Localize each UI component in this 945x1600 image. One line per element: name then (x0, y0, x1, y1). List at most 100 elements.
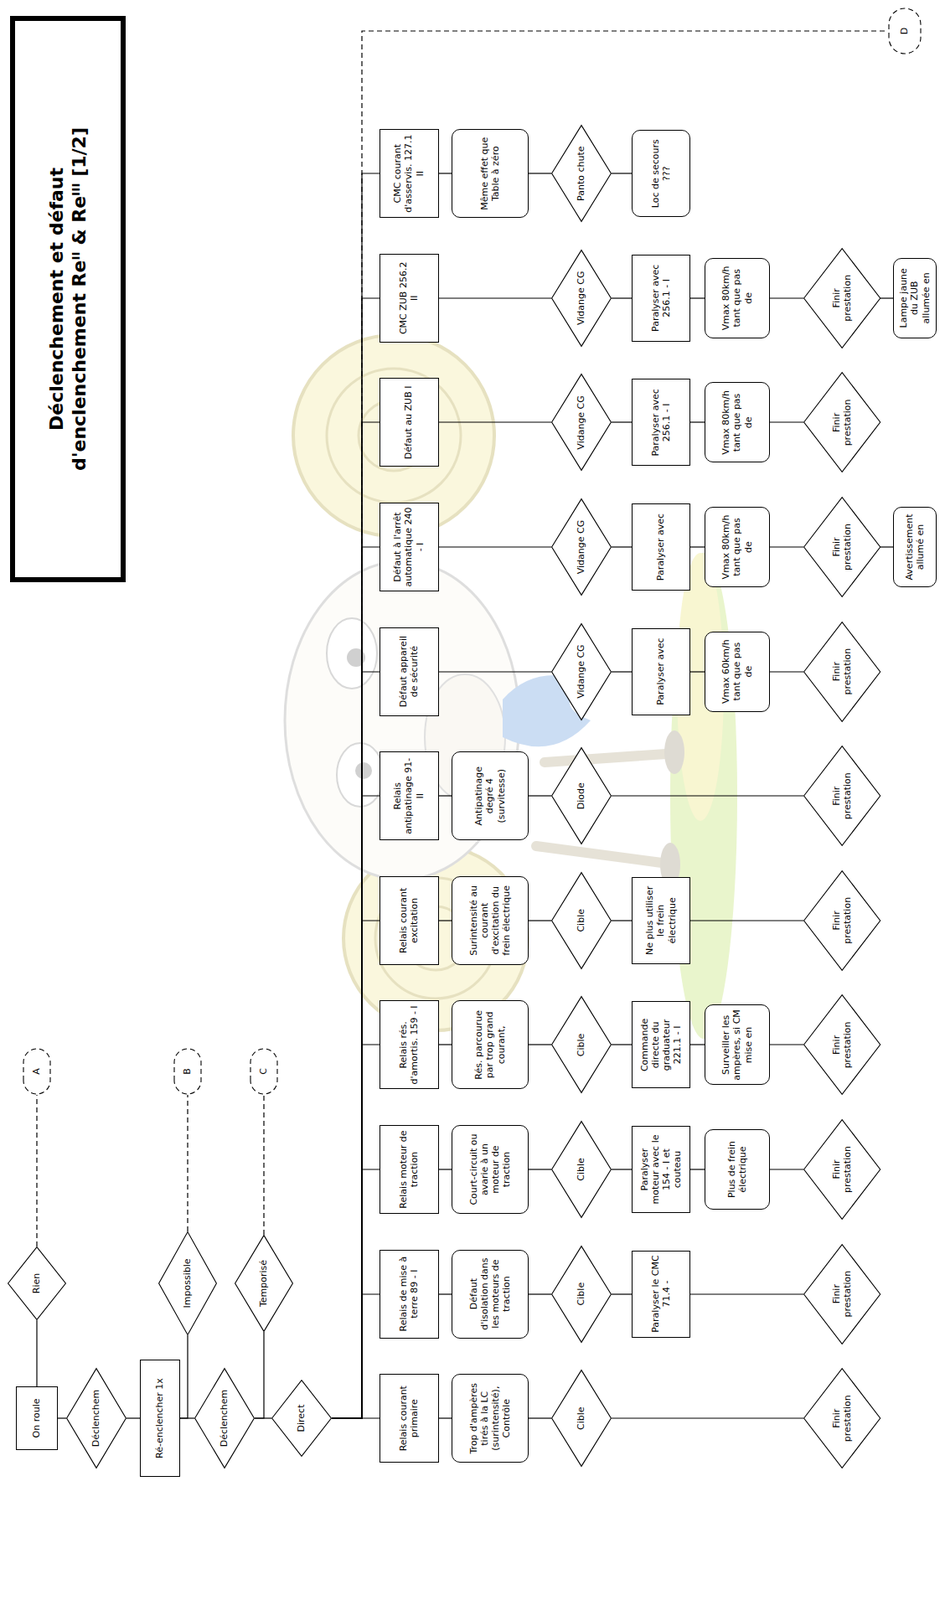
process-box: Paralyser avec 256.1 - I (631, 254, 691, 342)
connector (438, 1043, 452, 1045)
connector (611, 421, 632, 423)
connector (611, 1168, 632, 1170)
node-text: Déclenchem (90, 1389, 102, 1448)
node-text: Finir prestation (831, 1136, 853, 1203)
node-text: Avertissement allumé en (903, 511, 926, 584)
diamond-outline (803, 995, 880, 1095)
node-text: Impossible (181, 1259, 193, 1309)
connector (331, 1294, 380, 1419)
node-text: Rien (30, 1273, 42, 1294)
ram-pupil (355, 762, 372, 780)
connector (528, 1293, 552, 1295)
decision-diamond: Cible (551, 872, 612, 970)
decision-diamond: Vidange CG (551, 373, 612, 471)
diamond-outline (552, 374, 612, 471)
node-text: Cible (575, 1157, 587, 1182)
node-text: Antipatinage degré 4 (survitesse) (473, 755, 507, 837)
process-box: CMC ZUB 256.2 II (379, 253, 439, 343)
node-text: Même effet que Table à zéro (479, 133, 501, 214)
connector-outline (250, 1048, 278, 1095)
diamond-outline (235, 1235, 294, 1333)
node-text: Cible (575, 1282, 587, 1307)
node-text: Finir prestation (831, 1012, 853, 1079)
connector (126, 1417, 140, 1419)
decision-diamond: Finir prestation (803, 371, 881, 473)
process-box: Relais de mise à terre 89 - I (379, 1249, 439, 1339)
connector (528, 172, 552, 174)
node-text: Commande directe du graduateur 221.1 - I (639, 1005, 684, 1085)
decision-diamond: Temporisé (234, 1234, 294, 1333)
process-box: Défaut appareil de sécurité (379, 627, 439, 717)
node-text: B (181, 1068, 193, 1075)
decision-diamond: Finir prestation (803, 994, 881, 1095)
node-text: Loc de secours ??? (650, 134, 672, 213)
connector (331, 1169, 380, 1419)
process-box: Relais antipatinage 91-II (379, 751, 439, 841)
diamond-outline (552, 996, 612, 1094)
connector (690, 1043, 705, 1045)
connector (331, 173, 380, 1419)
decision-diamond: Cible (551, 1245, 612, 1343)
horn-spiral (326, 368, 461, 503)
process-box: Relais moteur de traction (379, 1125, 439, 1214)
connector (438, 1168, 452, 1170)
connector (438, 671, 552, 672)
connector (611, 172, 632, 174)
note-box: Surintensité au courant d'excitation du … (451, 876, 529, 966)
note-box: Surveiller les ampères, si CM mise en (704, 1004, 770, 1085)
diamond-outline (552, 499, 612, 596)
connector (528, 1043, 552, 1045)
note-box: Même effet que Table à zéro (451, 129, 529, 218)
connector (438, 421, 552, 423)
decision-diamond: Déclenchem (66, 1368, 127, 1469)
connector (331, 298, 380, 1419)
connector (690, 1168, 705, 1170)
offpage-connector: C (249, 1048, 279, 1095)
node-text: Plus de frein électrique (726, 1133, 749, 1206)
decision-diamond: Finir prestation (803, 1368, 881, 1469)
connector (611, 919, 632, 921)
diamond-outline (803, 1368, 880, 1469)
node-text: Finir prestation (831, 638, 853, 705)
connector (438, 1417, 452, 1419)
node-text: Finir prestation (831, 389, 853, 456)
diamond-outline (195, 1368, 255, 1469)
node-text: Défaut appareil de sécurité (397, 631, 420, 713)
note-box: Vmax 80km/h tant que pas de (704, 258, 770, 339)
process-box: Défaut au ZUB I (379, 377, 439, 467)
connector (880, 546, 894, 548)
connector (438, 297, 552, 299)
diamond-outline (803, 247, 880, 348)
connector (180, 1335, 188, 1419)
diamond-outline (803, 746, 880, 847)
connector-outline (23, 1048, 51, 1095)
node-text: Défaut au ZUB I (402, 386, 414, 460)
decision-diamond: Finir prestation (803, 870, 881, 971)
node-text: Finir prestation (831, 264, 853, 331)
node-text: Paralyser avec 256.1 - I (650, 382, 672, 462)
node-text: Défaut à l'arrêt automatique 240 - I (392, 506, 426, 588)
node-text: Cible (575, 908, 587, 933)
process-box: Relais courant primaire (379, 1373, 439, 1463)
decision-diamond: Vidange CG (551, 249, 612, 347)
decision-diamond: Déclenchem (194, 1368, 255, 1469)
diamond-outline (552, 125, 612, 223)
ram-hoof (664, 730, 685, 775)
connector (880, 297, 894, 299)
diamond-outline (803, 1120, 880, 1220)
node-text: Paralyser avec 256.1 - I (650, 258, 672, 338)
diamond-outline (272, 1380, 332, 1457)
diamond-outline (803, 1244, 880, 1344)
ram-drawing (284, 335, 738, 1039)
node-text: Paralyser moteur avec le 154 - I et cout… (639, 1130, 684, 1209)
connector (690, 297, 705, 299)
node-text: Vidange CG (575, 395, 587, 450)
diamond-outline (803, 870, 880, 971)
connector (690, 546, 705, 548)
connector (611, 795, 804, 796)
title-box: Déclenchement et défaut d'enclenchement … (10, 15, 126, 583)
note-box: Vmax 60km/h tant que pas de (704, 631, 770, 713)
note-box: Loc de secours ??? (631, 129, 691, 217)
decision-diamond: Impossible (158, 1231, 217, 1336)
connector (528, 1168, 552, 1170)
